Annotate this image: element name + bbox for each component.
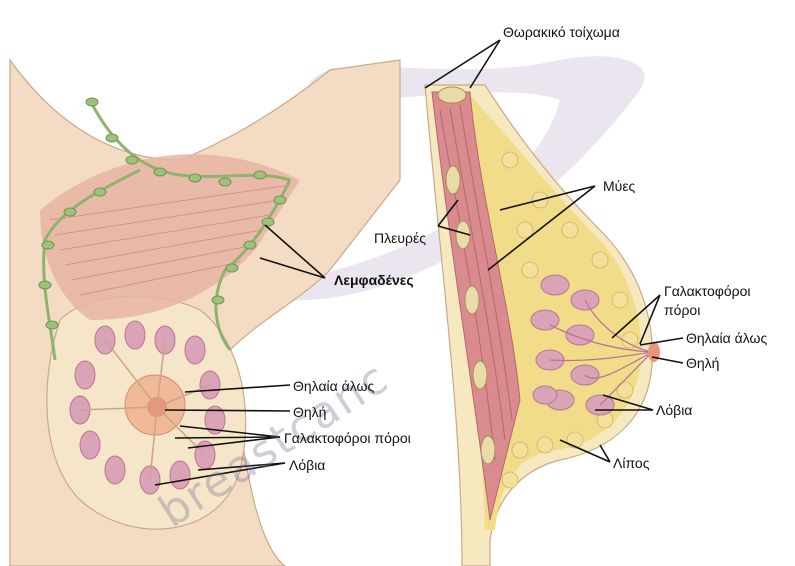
background-swoosh [230, 56, 645, 301]
nipple-side [648, 342, 660, 362]
label-milk-ducts-side-line2: πόροι [664, 302, 701, 318]
label-nipple-front: Θηλή [293, 404, 327, 420]
label-chest-wall: Θωρακικό τοίχωμα [503, 24, 620, 40]
label-lymph-nodes: Λεμφαδένες [334, 272, 414, 288]
label-areola-front: Θηλαία άλως [293, 378, 375, 394]
ducts-side [549, 299, 653, 406]
label-muscles: Μύες [603, 178, 636, 194]
label-milk-ducts-front: Γαλακτοφόροι πόροι [284, 430, 411, 446]
label-ribs: Πλευρές [374, 230, 426, 246]
side-view [424, 39, 684, 566]
label-lobules-side: Λόβια [656, 402, 693, 418]
lobules-front [69, 320, 226, 495]
label-areola-side: Θηλαία άλως [686, 330, 768, 346]
label-fat: Λίπος [613, 455, 650, 471]
muscle-fibers-side [439, 104, 513, 461]
label-milk-ducts-side-line1: Γαλακτοφόροι [664, 283, 751, 299]
label-lobules-front: Λόβια [289, 457, 326, 473]
ribs [437, 86, 496, 465]
front-view [9, 58, 401, 566]
front-leader-lines [154, 224, 326, 486]
pectoral-muscle [40, 154, 300, 320]
label-nipple-side: Θηλή [686, 355, 720, 371]
lymph-nodes [38, 97, 287, 330]
side-leader-lines [424, 39, 684, 463]
muscle-fibers [49, 184, 291, 296]
